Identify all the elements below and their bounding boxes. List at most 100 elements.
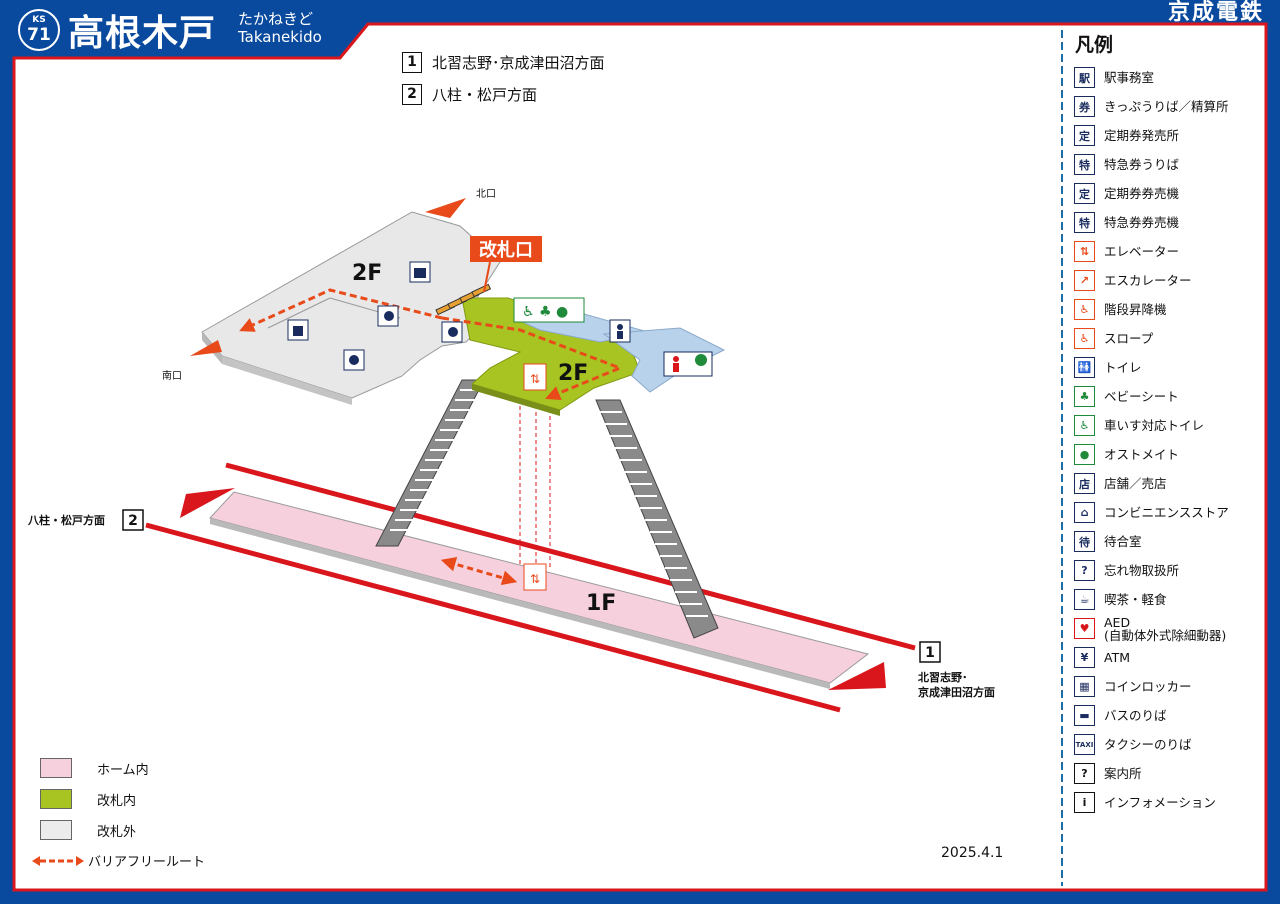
legend-item-label: エスカレーター <box>1104 273 1192 288</box>
key-inside-gate-label: 改札内 <box>97 793 137 809</box>
brand-logo: 京成電鉄 <box>1167 0 1264 25</box>
station-office-icon: 駅 <box>1074 67 1095 88</box>
legend-item: ⇅ エレベーター <box>1074 237 1270 266</box>
lost-and-found-icon: ? <box>1074 560 1095 581</box>
legend-item-label: 階段昇降機 <box>1104 302 1167 317</box>
express-ticket-machine-icon: 特 <box>1074 212 1095 233</box>
concourse-2f-outside-gate <box>201 211 501 405</box>
legend-item: ▬バスのりば <box>1074 701 1270 730</box>
legend-item-label: スロープ <box>1104 331 1154 346</box>
legend-item: i インフォメーション <box>1074 788 1270 817</box>
elevator-icon: ⇅ <box>1074 241 1095 262</box>
legend-title: 凡例 <box>1075 34 1114 56</box>
staircase-left <box>375 379 485 547</box>
legend-item-label: コンビニエンスストア <box>1104 505 1229 520</box>
legend-item-label: コインロッカー <box>1104 679 1192 694</box>
barrier-free-route-2f-east <box>441 316 625 401</box>
legend-item-label: 喫茶・軽食 <box>1104 592 1167 607</box>
track-1-number: 1 <box>925 645 935 661</box>
legend-item-label: オストメイト <box>1104 447 1180 462</box>
elevator-shaft <box>519 392 551 572</box>
legend-item-label: 車いす対応トイレ <box>1104 418 1205 433</box>
legend-item-label: エレベーター <box>1104 244 1180 259</box>
legend-item: ?忘れ物取扱所 <box>1074 556 1270 585</box>
map-icon-ticket-office <box>441 321 463 343</box>
svg-text:⇅: ⇅ <box>530 572 540 586</box>
station-number-badge: KS 71 <box>18 9 60 51</box>
track-2 <box>145 488 841 713</box>
legend-item-label: きっぷうりば／精算所 <box>1104 99 1229 114</box>
legend-item: ♿車いす対応トイレ <box>1074 411 1270 440</box>
bus-stop-icon: ▬ <box>1074 705 1095 726</box>
north-exit-label: 北口 <box>476 188 496 200</box>
floor-label-2f-right: 2F <box>558 361 588 386</box>
legend-item: ♿スロープ <box>1074 324 1270 353</box>
cafe-icon: ☕ <box>1074 589 1095 610</box>
legend-item: ♥AED(自動体外式除細動器) <box>1074 614 1270 643</box>
south-exit-arrow <box>190 340 222 356</box>
north-exit-arrow <box>425 198 466 218</box>
svg-text:♿ ♣ ●: ♿ ♣ ● <box>522 304 568 320</box>
legend-item: 待待合室 <box>1074 527 1270 556</box>
legend-item: 特特急券うりば <box>1074 150 1270 179</box>
information-desk-icon: ? <box>1074 763 1095 784</box>
ticket-gate-label: 改札口 <box>479 239 533 261</box>
key-outside-gate-label: 改札外 <box>97 824 137 840</box>
commuter-pass-machine-icon: 定 <box>1074 183 1095 204</box>
ticket-office-icon: 券 <box>1074 96 1095 117</box>
ticket-gate-label-box: 改札口 <box>470 236 542 293</box>
legend-item: 特特急券券売機 <box>1074 208 1270 237</box>
station-diagram: 改札口 2F 2F 1F 北口 南口 八柱・松戸方面 2 1 北習志野･ 京成津… <box>27 188 995 713</box>
direction-1: 1 北習志野･京成津田沼方面 <box>402 52 605 73</box>
legend-item: ¥ATM <box>1074 643 1270 672</box>
map-icon-elevator-1f: ⇅ <box>523 563 547 591</box>
commuter-pass-office-icon: 定 <box>1074 125 1095 146</box>
key-outside-gate-swatch <box>40 820 72 840</box>
key-barrier-free-route: バリアフリールート <box>32 851 206 870</box>
legend-item: ♿階段昇降機 <box>1074 295 1270 324</box>
key-inside-gate-swatch <box>40 789 72 809</box>
track-1-label-line2: 京成津田沼方面 <box>918 685 995 699</box>
direction-1-label: 北習志野･京成津田沼方面 <box>432 54 605 72</box>
legend-item-label: 待合室 <box>1104 534 1142 549</box>
legend-item-label: 特急券券売機 <box>1104 215 1180 230</box>
direction-2-number: 2 <box>402 84 422 105</box>
taxi-stop-icon: TAXI <box>1074 734 1095 755</box>
legend-item: ☕ 喫茶・軽食 <box>1074 585 1270 614</box>
svg-text:⇅: ⇅ <box>530 372 540 386</box>
legend-item-label: 定期券券売機 <box>1104 186 1180 201</box>
south-exit-label: 南口 <box>162 369 182 382</box>
legend-item-label: トイレ <box>1104 360 1142 375</box>
track-2-number: 2 <box>128 513 138 529</box>
key-outside-gate: 改札外 <box>40 820 136 840</box>
legend-list: 駅駅事務室券きっぷうりば／精算所定定期券発売所特特急券うりば定定期券券売機特特急… <box>1074 63 1270 817</box>
legend-item: 定定期券券売機 <box>1074 179 1270 208</box>
station-name-roman: Takanekido <box>238 28 322 46</box>
legend-item: ●オストメイト <box>1074 440 1270 469</box>
key-barrier-free-route-label: バリアフリールート <box>88 855 206 870</box>
shop-icon: 店 <box>1074 473 1095 494</box>
barrier-free-route-2f-west <box>239 288 443 332</box>
atm-icon: ¥ <box>1074 647 1095 668</box>
legend-item: 🚻トイレ <box>1074 353 1270 382</box>
map-icon-toilet-men <box>609 319 631 343</box>
track-1-label-line1: 北習志野･ <box>918 670 968 684</box>
legend-item: 店店舗／売店 <box>1074 469 1270 498</box>
waiting-room-icon: 待 <box>1074 531 1095 552</box>
legend-item: ♣ベビーシート <box>1074 382 1270 411</box>
legend-item: ↗エスカレーター <box>1074 266 1270 295</box>
legend-item-label: インフォメーション <box>1104 795 1216 810</box>
legend-item: 駅駅事務室 <box>1074 63 1270 92</box>
map-icon-coin-locker <box>409 261 431 283</box>
express-ticket-icon: 特 <box>1074 154 1095 175</box>
legend-item-label: 案内所 <box>1104 766 1142 781</box>
legend-item: 券きっぷうりば／精算所 <box>1074 92 1270 121</box>
barrier-free-route-1f <box>440 556 518 586</box>
track-1 <box>225 462 916 690</box>
legend-item-label: ベビーシート <box>1104 389 1179 404</box>
information-icon: i <box>1074 792 1095 813</box>
direction-1-number: 1 <box>402 52 422 73</box>
legend-item-label: 特急券うりば <box>1104 157 1180 172</box>
station-name: 高根木戸 <box>68 13 217 54</box>
legend-item: 定定期券発売所 <box>1074 121 1270 150</box>
